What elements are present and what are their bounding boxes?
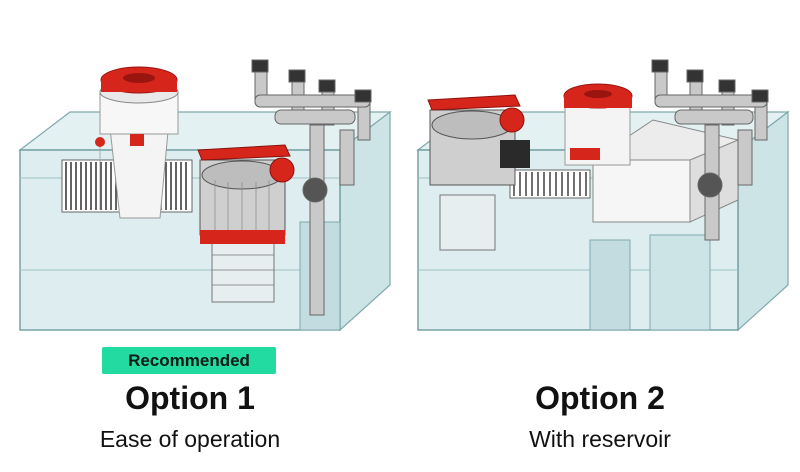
option-2-illustration [416, 59, 790, 332]
overflow-comb [509, 169, 591, 199]
option-1-title: Option 1 [125, 380, 255, 416]
option-1-subtitle: Ease of operation [99, 426, 281, 452]
option-2-panel: Option 2 With reservoir [400, 0, 800, 472]
option-2-title: Option 2 [535, 380, 665, 416]
protein-skimmer [563, 83, 633, 166]
option-1-panel: Recommended Option 1 Ease of operation [18, 59, 392, 452]
option-2-subtitle: With reservoir [529, 426, 671, 452]
roller-filter [427, 94, 530, 251]
plumbing [651, 59, 769, 241]
plumbing [251, 59, 372, 316]
option-1-illustration [18, 59, 392, 332]
protein-skimmer [95, 66, 179, 219]
roller-filter [197, 144, 295, 303]
recommended-badge: Recommended [102, 347, 276, 374]
